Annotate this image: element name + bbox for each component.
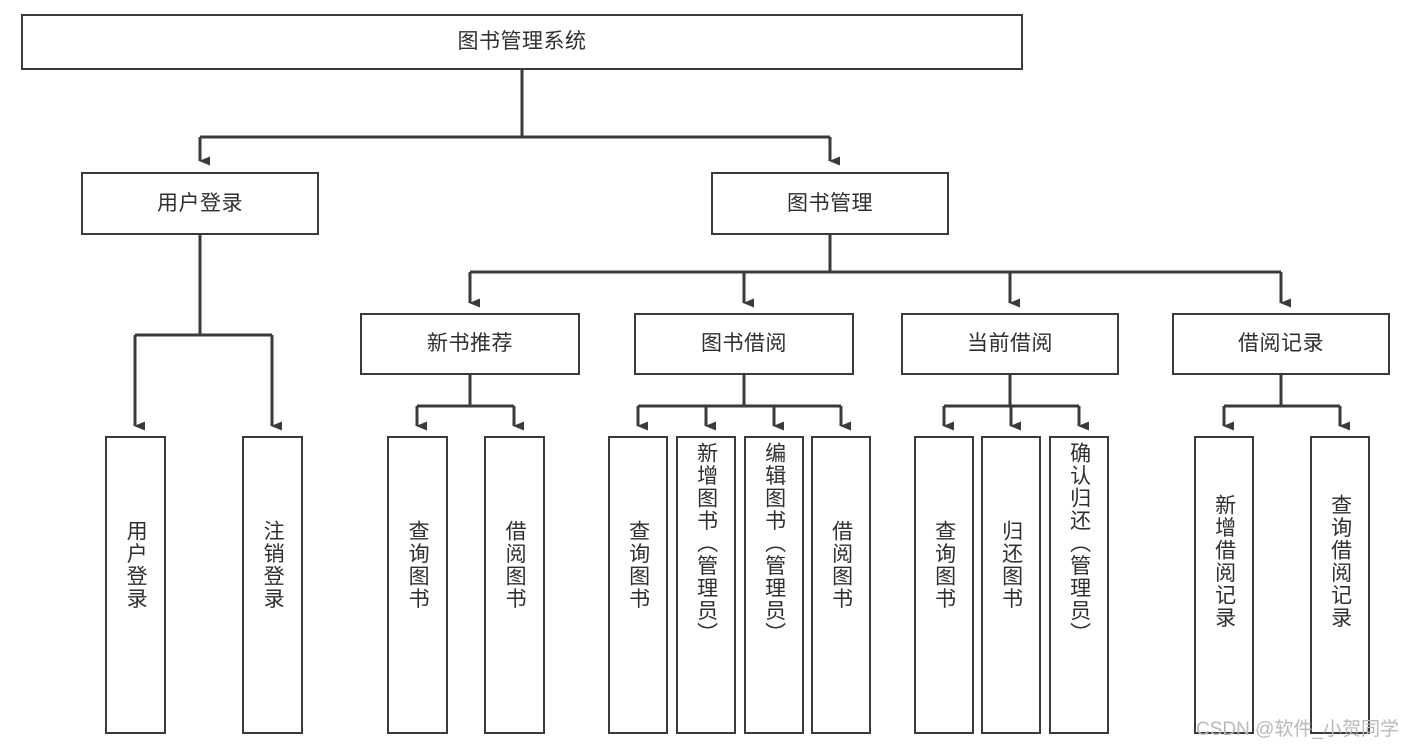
node-leaf-user-logout[interactable]: 注销登录 [242, 436, 303, 734]
node-leaf-user-logout-label: 注销登录 [261, 520, 285, 610]
node-book-manage[interactable]: 图书管理 [711, 172, 949, 235]
node-leaf-borrow-edit-book-label: 编辑图书（管理员） [762, 442, 786, 645]
node-leaf-borrow-query-book-label: 查询图书 [626, 520, 650, 610]
node-book-borrow[interactable]: 图书借阅 [634, 313, 854, 375]
node-new-book-recommend-label: 新书推荐 [427, 332, 513, 356]
node-leaf-rec-borrow-book[interactable]: 借阅图书 [484, 436, 545, 734]
node-leaf-borrow-add-book-label: 新增图书（管理员） [694, 442, 718, 645]
node-leaf-cur-query-book[interactable]: 查询图书 [914, 436, 974, 734]
node-leaf-rec-borrow-book-label: 借阅图书 [503, 520, 527, 610]
node-new-book-recommend[interactable]: 新书推荐 [360, 313, 580, 375]
node-leaf-rec-query-book[interactable]: 查询图书 [387, 436, 448, 734]
node-leaf-record-add-label: 新增借阅记录 [1212, 494, 1236, 629]
node-leaf-borrow-query-book[interactable]: 查询图书 [608, 436, 668, 734]
csdn-watermark: CSDN @软件_小贺同学 [1196, 719, 1399, 740]
node-book-manage-label: 图书管理 [787, 191, 873, 215]
node-leaf-borrow-lend-book-label: 借阅图书 [829, 520, 853, 610]
node-user-login[interactable]: 用户登录 [81, 172, 319, 235]
node-borrow-record[interactable]: 借阅记录 [1172, 313, 1390, 375]
node-leaf-cur-query-book-label: 查询图书 [932, 520, 956, 610]
node-leaf-cur-confirm-return[interactable]: 确认归还（管理员） [1049, 436, 1109, 734]
node-book-borrow-label: 图书借阅 [701, 332, 787, 356]
node-root[interactable]: 图书管理系统 [21, 14, 1023, 70]
node-leaf-record-search-label: 查询借阅记录 [1328, 494, 1352, 629]
node-root-label: 图书管理系统 [457, 30, 587, 54]
node-leaf-borrow-add-book[interactable]: 新增图书（管理员） [676, 436, 736, 734]
node-leaf-cur-confirm-return-label: 确认归还（管理员） [1067, 442, 1091, 645]
node-leaf-borrow-lend-book[interactable]: 借阅图书 [811, 436, 871, 734]
node-leaf-rec-query-book-label: 查询图书 [406, 520, 430, 610]
node-user-login-label: 用户登录 [157, 191, 243, 215]
node-leaf-user-login[interactable]: 用户登录 [105, 436, 166, 734]
node-current-borrow-label: 当前借阅 [967, 332, 1053, 356]
node-leaf-user-login-label: 用户登录 [124, 520, 148, 610]
node-leaf-cur-return-book[interactable]: 归还图书 [981, 436, 1041, 734]
node-leaf-cur-return-book-label: 归还图书 [999, 520, 1023, 610]
node-leaf-record-add[interactable]: 新增借阅记录 [1194, 436, 1254, 734]
node-borrow-record-label: 借阅记录 [1238, 332, 1324, 356]
node-leaf-borrow-edit-book[interactable]: 编辑图书（管理员） [744, 436, 804, 734]
node-current-borrow[interactable]: 当前借阅 [901, 313, 1119, 375]
node-leaf-record-search[interactable]: 查询借阅记录 [1310, 436, 1370, 734]
